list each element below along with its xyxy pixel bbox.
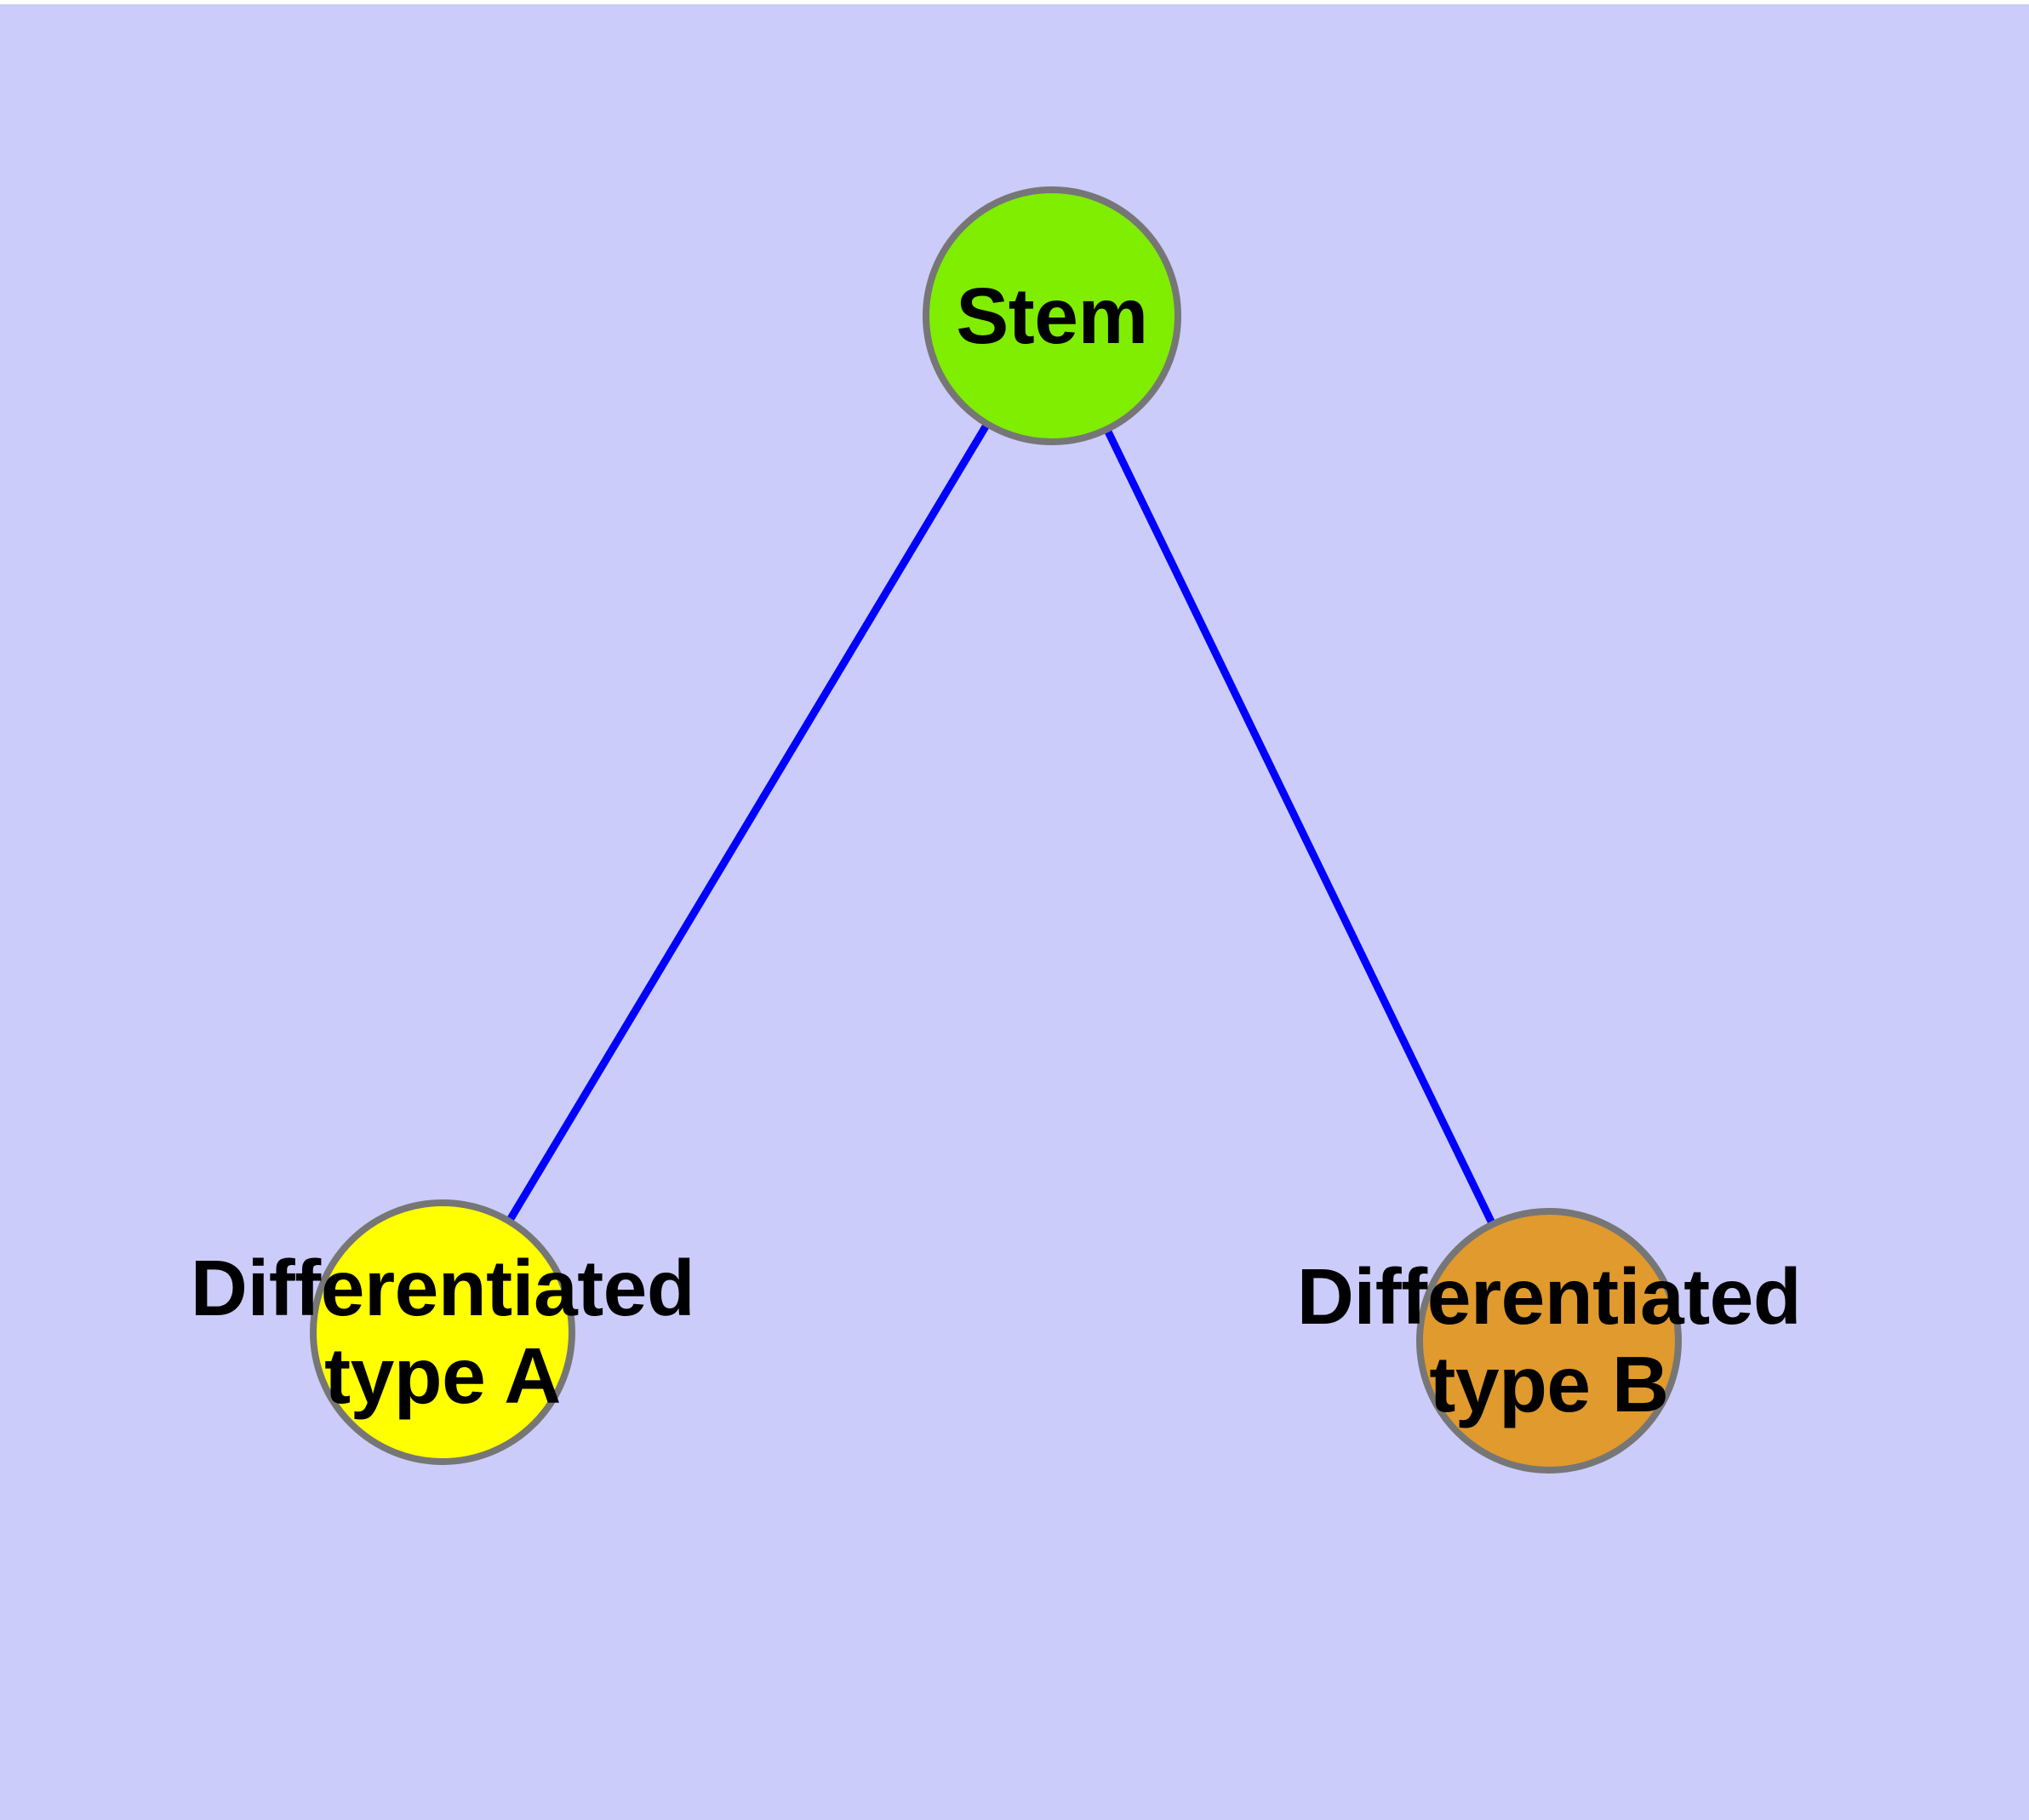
- graph-edge-stem-to-b: [1048, 314, 1553, 1342]
- graph-node-diff-b[interactable]: [1416, 1208, 1682, 1474]
- graph-node-stem[interactable]: [923, 186, 1181, 445]
- graph-node-diff-a[interactable]: [310, 1199, 575, 1465]
- node-layer: [310, 186, 1682, 1474]
- edge-layer: [439, 313, 1553, 1342]
- graph-edge-stem-to-a: [439, 313, 1055, 1335]
